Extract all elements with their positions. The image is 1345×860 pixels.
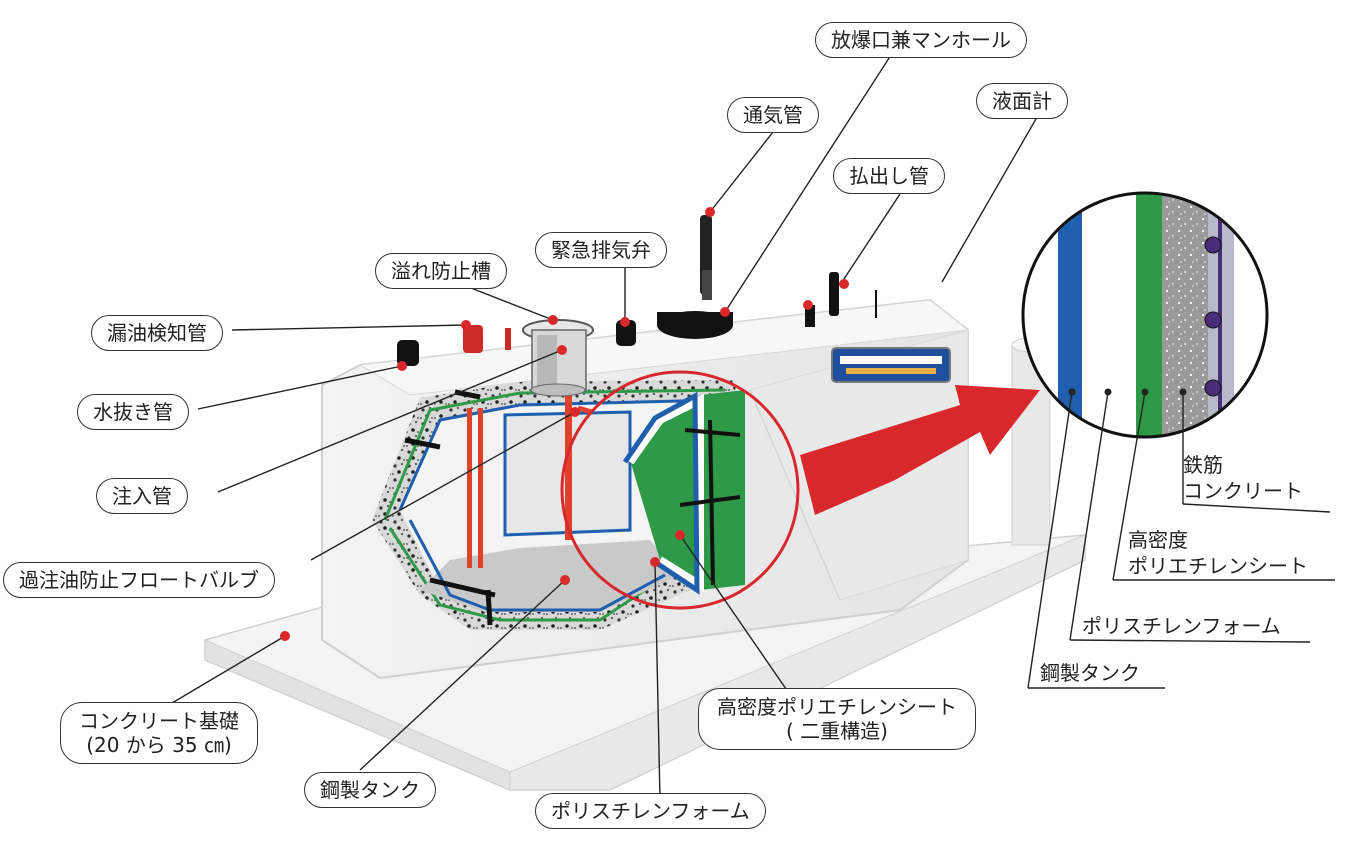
hdpe-sheet-layer-label: ポリエチレンシート xyxy=(1128,554,1308,578)
callout-overfill-valve: 過注油防止フロートバルブ xyxy=(3,562,275,598)
callout-discharge-pipe: 払出し管 xyxy=(833,158,945,194)
hdpe-double-structure: ( 二重構造) xyxy=(786,719,888,743)
callout-emergency-valve: 緊急排気弁 xyxy=(535,232,667,268)
overfill-valve-label: 過注油防止フロートバルブ xyxy=(19,568,259,592)
steel-tank-label: 鋼製タンク xyxy=(320,778,420,802)
steel-layer-label: 鋼製タンク xyxy=(1040,661,1140,685)
emergency-valve-label: 緊急排気弁 xyxy=(551,238,651,262)
callout-concrete-foundation: コンクリート基礎 (20 から 35 ㎝) xyxy=(60,702,258,764)
fill-pipe-label: 注入管 xyxy=(112,484,172,508)
brand-plate xyxy=(831,347,951,383)
layer-label-steel: 鋼製タンク xyxy=(1040,660,1140,686)
hdpe-sheet-label: 高密度ポリエチレンシート xyxy=(717,695,957,719)
rebar-label: 鉄筋 xyxy=(1183,453,1223,477)
callout-steel-tank: 鋼製タンク xyxy=(304,772,436,808)
foundation-thickness: (20 から 35 ㎝) xyxy=(86,733,232,757)
foundation-label: コンクリート基礎 xyxy=(79,709,239,733)
callout-level-gauge: 液面計 xyxy=(976,83,1068,119)
callout-hdpe-sheet: 高密度ポリエチレンシート ( 二重構造) xyxy=(698,688,976,750)
zoom-arrow xyxy=(800,385,1040,515)
cutaway-section xyxy=(372,350,745,630)
callout-drain-pipe: 水抜き管 xyxy=(77,394,189,430)
callout-overflow-tank: 溢れ防止槽 xyxy=(375,253,507,289)
drain-pipe-label: 水抜き管 xyxy=(93,400,173,424)
vent-pipe-label: 通気管 xyxy=(743,103,803,127)
layer-label-rebar-concrete: 鉄筋 コンクリート xyxy=(1183,452,1303,504)
level-gauge-label: 液面計 xyxy=(992,89,1052,113)
polystyrene-foam-label: ポリスチレンフォーム xyxy=(551,799,750,823)
callout-manhole: 放爆口兼マンホール xyxy=(815,22,1027,58)
callout-leak-detector: 漏油検知管 xyxy=(91,315,223,351)
overflow-basin xyxy=(522,319,594,397)
leak-detector-label: 漏油検知管 xyxy=(107,321,207,345)
foam-layer-label: ポリスチレンフォーム xyxy=(1082,614,1281,638)
callout-polystyrene-foam: ポリスチレンフォーム xyxy=(535,793,766,829)
red-markers xyxy=(280,207,849,641)
callout-fill-pipe: 注入管 xyxy=(96,478,188,514)
layer-label-hdpe: 高密度 ポリエチレンシート xyxy=(1128,527,1308,579)
leader-lines xyxy=(166,51,1335,801)
manhole-label: 放爆口兼マンホール xyxy=(831,28,1011,52)
top-fittings xyxy=(397,215,877,366)
zoom-ring xyxy=(560,370,800,610)
layer-detail-circle xyxy=(1021,191,1269,439)
concrete-label: コンクリート xyxy=(1183,479,1303,503)
layer-markers xyxy=(1068,388,1187,396)
callout-vent-pipe: 通気管 xyxy=(727,97,819,133)
discharge-pipe-label: 払出し管 xyxy=(849,164,929,188)
hdpe-high-density-label: 高密度 xyxy=(1128,528,1188,552)
overflow-tank-label: 溢れ防止槽 xyxy=(391,259,491,283)
layer-label-foam: ポリスチレンフォーム xyxy=(1082,613,1281,639)
